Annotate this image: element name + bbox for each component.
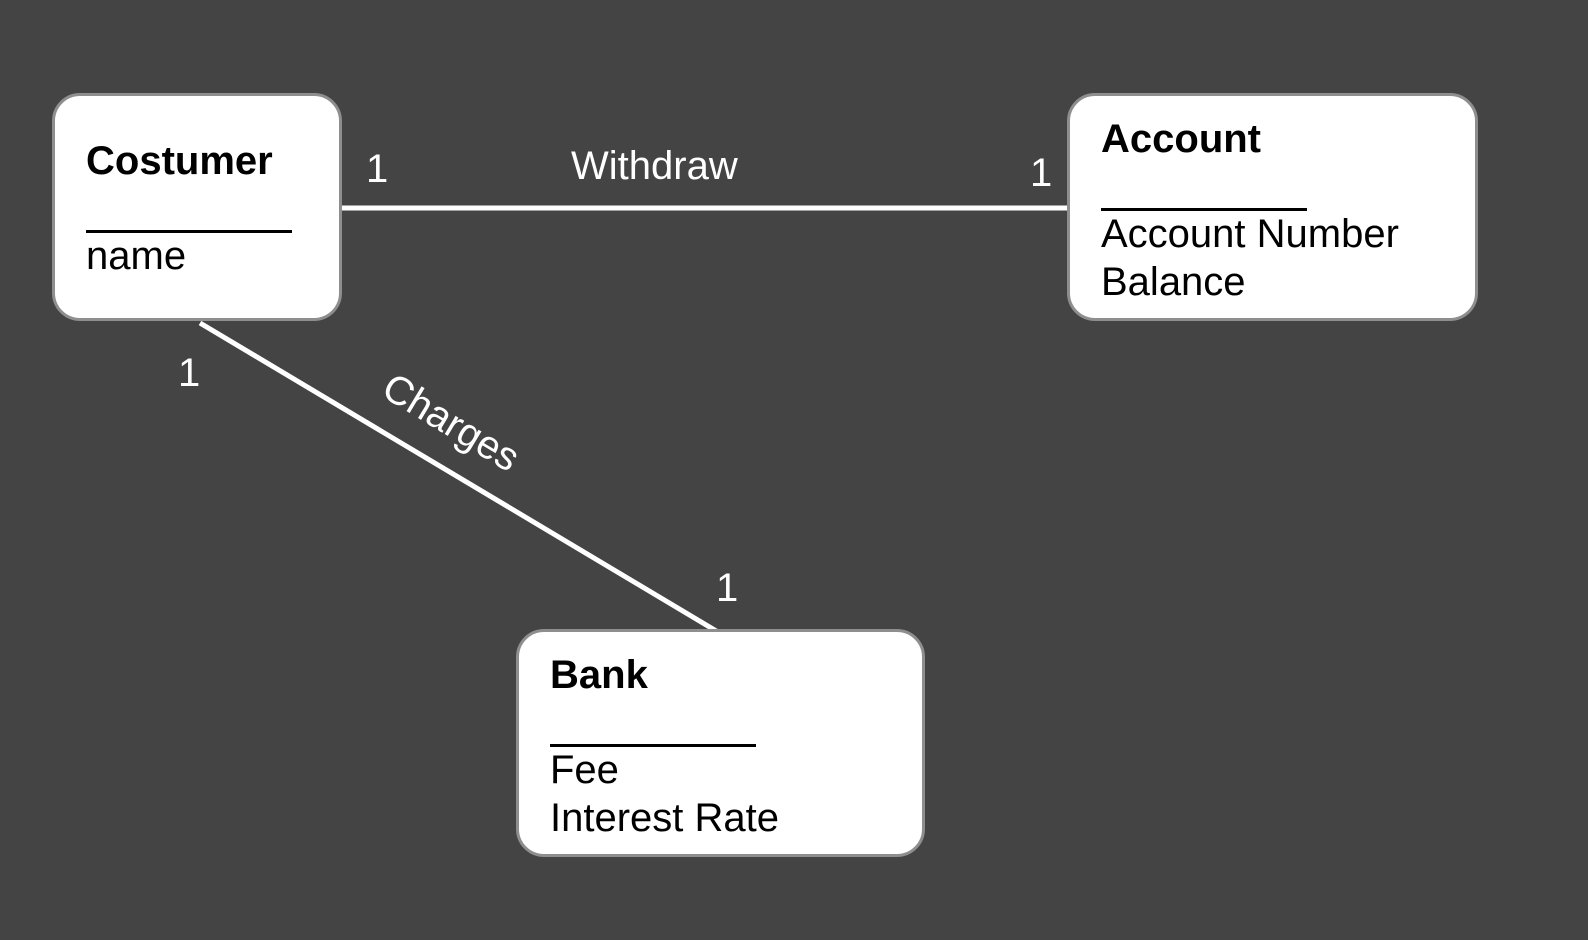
bank-entity-name: Bank (550, 653, 648, 697)
bank-entity-box[interactable]: Bank Fee Interest Rate (516, 629, 925, 857)
withdraw-relationship-label: Withdraw (571, 144, 738, 188)
charges-bank-multiplicity: 1 (716, 566, 739, 610)
customer-entity-divider (86, 230, 292, 233)
charges-customer-multiplicity: 1 (178, 351, 201, 395)
withdraw-customer-multiplicity: 1 (366, 147, 389, 191)
withdraw-account-multiplicity: 1 (1030, 151, 1053, 195)
bank-attribute-interest-rate: Interest Rate (550, 796, 780, 840)
charges-connector-line (198, 320, 730, 641)
customer-attribute-name: name (86, 234, 187, 278)
bank-attribute-list: Fee Interest Rate (550, 746, 779, 842)
account-attribute-list: Account Number Balance (1101, 210, 1399, 306)
bank-attribute-fee: Fee (550, 748, 619, 792)
customer-entity-name: Costumer (86, 139, 273, 183)
account-attribute-account-number: Account Number (1101, 212, 1399, 256)
bank-entity-divider (550, 744, 756, 747)
account-entity-divider (1101, 208, 1307, 211)
customer-attribute-list: name (86, 232, 186, 280)
account-entity-box[interactable]: Account Account Number Balance (1067, 93, 1478, 321)
customer-entity-box[interactable]: Costumer name (52, 93, 342, 321)
account-attribute-balance: Balance (1101, 260, 1246, 304)
account-entity-name: Account (1101, 117, 1261, 161)
